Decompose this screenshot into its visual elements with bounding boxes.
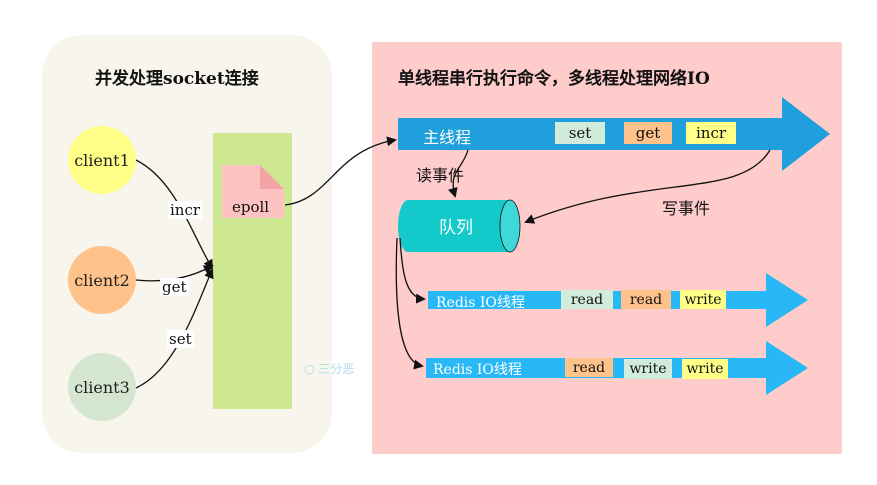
io2-op-3: write [682,359,728,379]
io1-op-2: read [621,290,671,309]
queue-left-cap [398,200,418,252]
io-thread-2-label: Redis IO线程 [433,362,522,378]
io1-op-1: read [561,290,613,309]
client-2: client2 [68,246,136,314]
right-panel-title: 单线程串行执行命令，多线程处理网络IO [398,69,710,89]
main-op-incr: incr [686,122,736,144]
command-incr: incr [168,201,203,219]
main-thread-arrow [398,97,830,171]
epoll-to-main-connector [284,136,397,206]
read-event-connector [447,149,469,198]
command-get: get [160,278,189,296]
io2-op-2: write [624,359,672,379]
queue-to-io2-connector [395,237,424,370]
queue-body [408,200,510,252]
write-event-connector [524,149,771,224]
epoll-doc-fold [260,165,284,189]
write-event-label: 写事件 [662,199,711,218]
epoll-label: epoll [232,198,270,216]
main-op-get: get [624,122,672,144]
watermark-text: 三分恶 [318,362,355,376]
queue-right-cap [499,199,521,253]
io1-op-3: write [680,290,726,309]
read-event-label: 读事件 [416,166,465,185]
watermark: ○ 三分恶 [304,360,354,377]
queue-to-io1-connector [399,237,426,304]
io-thread-2-arrow [426,341,808,395]
command-set: set [167,330,194,348]
queue-label: 队列 [439,218,473,238]
client-1: client1 [68,126,136,194]
left-panel-title: 并发处理socket连接 [95,69,259,89]
main-thread-label: 主线程 [423,128,472,147]
io-thread-1-label: Redis IO线程 [436,295,525,311]
client-3: client3 [68,353,136,421]
wechat-icon: ○ [304,362,315,376]
main-op-set: set [555,122,605,144]
io2-op-1: read [565,358,613,377]
io-thread-1-arrow [428,273,808,327]
